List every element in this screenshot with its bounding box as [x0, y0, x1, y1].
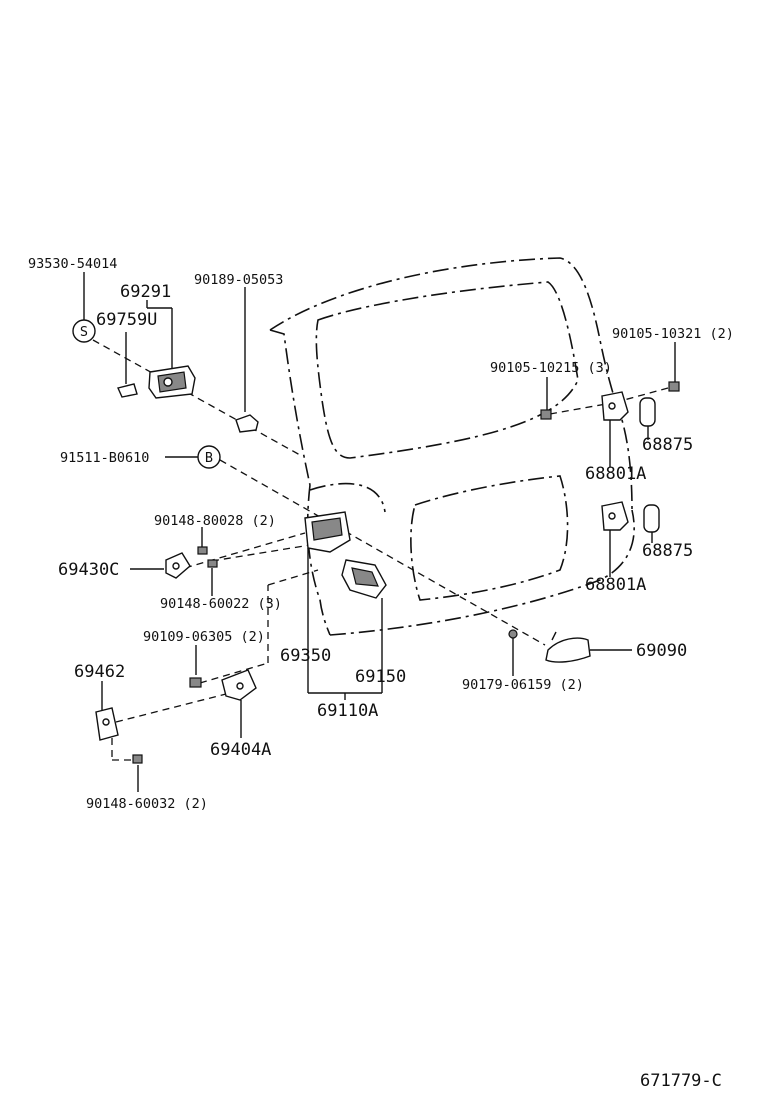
part-68875-gasket-bottom — [643, 504, 660, 533]
part-69150-lock-actuator — [341, 559, 387, 599]
label-68875-bottom: 68875 — [642, 541, 693, 561]
label-90105-10215: 90105-10215 (3) — [490, 360, 612, 376]
label-69150: 69150 — [355, 667, 406, 687]
diagram-id: 671779-C — [640, 1071, 722, 1091]
label-93530-54014: 93530-54014 — [28, 256, 117, 272]
label-69090: 69090 — [636, 641, 687, 661]
part-69291-latch — [148, 365, 196, 399]
part-68875-gasket-top — [639, 397, 656, 427]
part-68801A-hinge-top — [601, 391, 629, 421]
label-68875-top: 68875 — [642, 435, 693, 455]
label-69404A: 69404A — [210, 740, 271, 760]
part-90148-80028-screw — [197, 546, 208, 555]
part-90109-06305-bolt — [189, 677, 202, 688]
part-90105-10215-bolt — [540, 409, 552, 420]
label-90148-80028: 90148-80028 (2) — [154, 513, 276, 529]
label-69462: 69462 — [74, 662, 125, 682]
label-69350: 69350 — [280, 646, 331, 666]
callout-s-letter: S — [80, 324, 88, 340]
label-69759U: 69759U — [96, 310, 157, 330]
label-90179-06159: 90179-06159 (2) — [462, 677, 584, 693]
part-90105-10321-bolt — [668, 381, 680, 392]
back-door-outline — [269, 257, 635, 636]
label-68801A-top: 68801A — [585, 464, 646, 484]
part-90189-05053-stopper — [235, 414, 259, 433]
label-69430C: 69430C — [58, 560, 119, 580]
part-69404A-striker — [221, 669, 257, 701]
part-69430C-pad — [165, 552, 191, 579]
label-91511-B0610: 91511-B0610 — [60, 450, 149, 466]
part-90148-60022-screw — [207, 559, 218, 568]
label-90109-06305: 90109-06305 (2) — [143, 629, 265, 645]
callout-b-letter: B — [205, 450, 213, 466]
part-labels: 93530-54014 69291 69759U 90189-05053 915… — [28, 256, 734, 812]
part-68801A-hinge-bottom — [601, 501, 629, 531]
part-69759U-clip — [117, 383, 138, 398]
part-69462-bracket — [95, 707, 119, 741]
label-90189-05053: 90189-05053 — [194, 272, 283, 288]
part-69090-handle — [545, 631, 591, 663]
callout-s: S — [72, 319, 96, 343]
label-69110A: 69110A — [317, 701, 378, 721]
label-90148-60022: 90148-60022 (3) — [160, 596, 282, 612]
label-90148-60032: 90148-60032 (2) — [86, 796, 208, 812]
part-90148-60032-screw — [132, 754, 143, 764]
label-90105-10321: 90105-10321 (2) — [612, 326, 734, 342]
leader-lines — [83, 272, 676, 792]
label-69291: 69291 — [120, 282, 171, 302]
callout-b: B — [197, 445, 221, 469]
part-69350-lock-assy — [304, 511, 351, 553]
label-68801A-bottom: 68801A — [585, 575, 646, 595]
part-90179-06159-nut — [508, 629, 518, 639]
